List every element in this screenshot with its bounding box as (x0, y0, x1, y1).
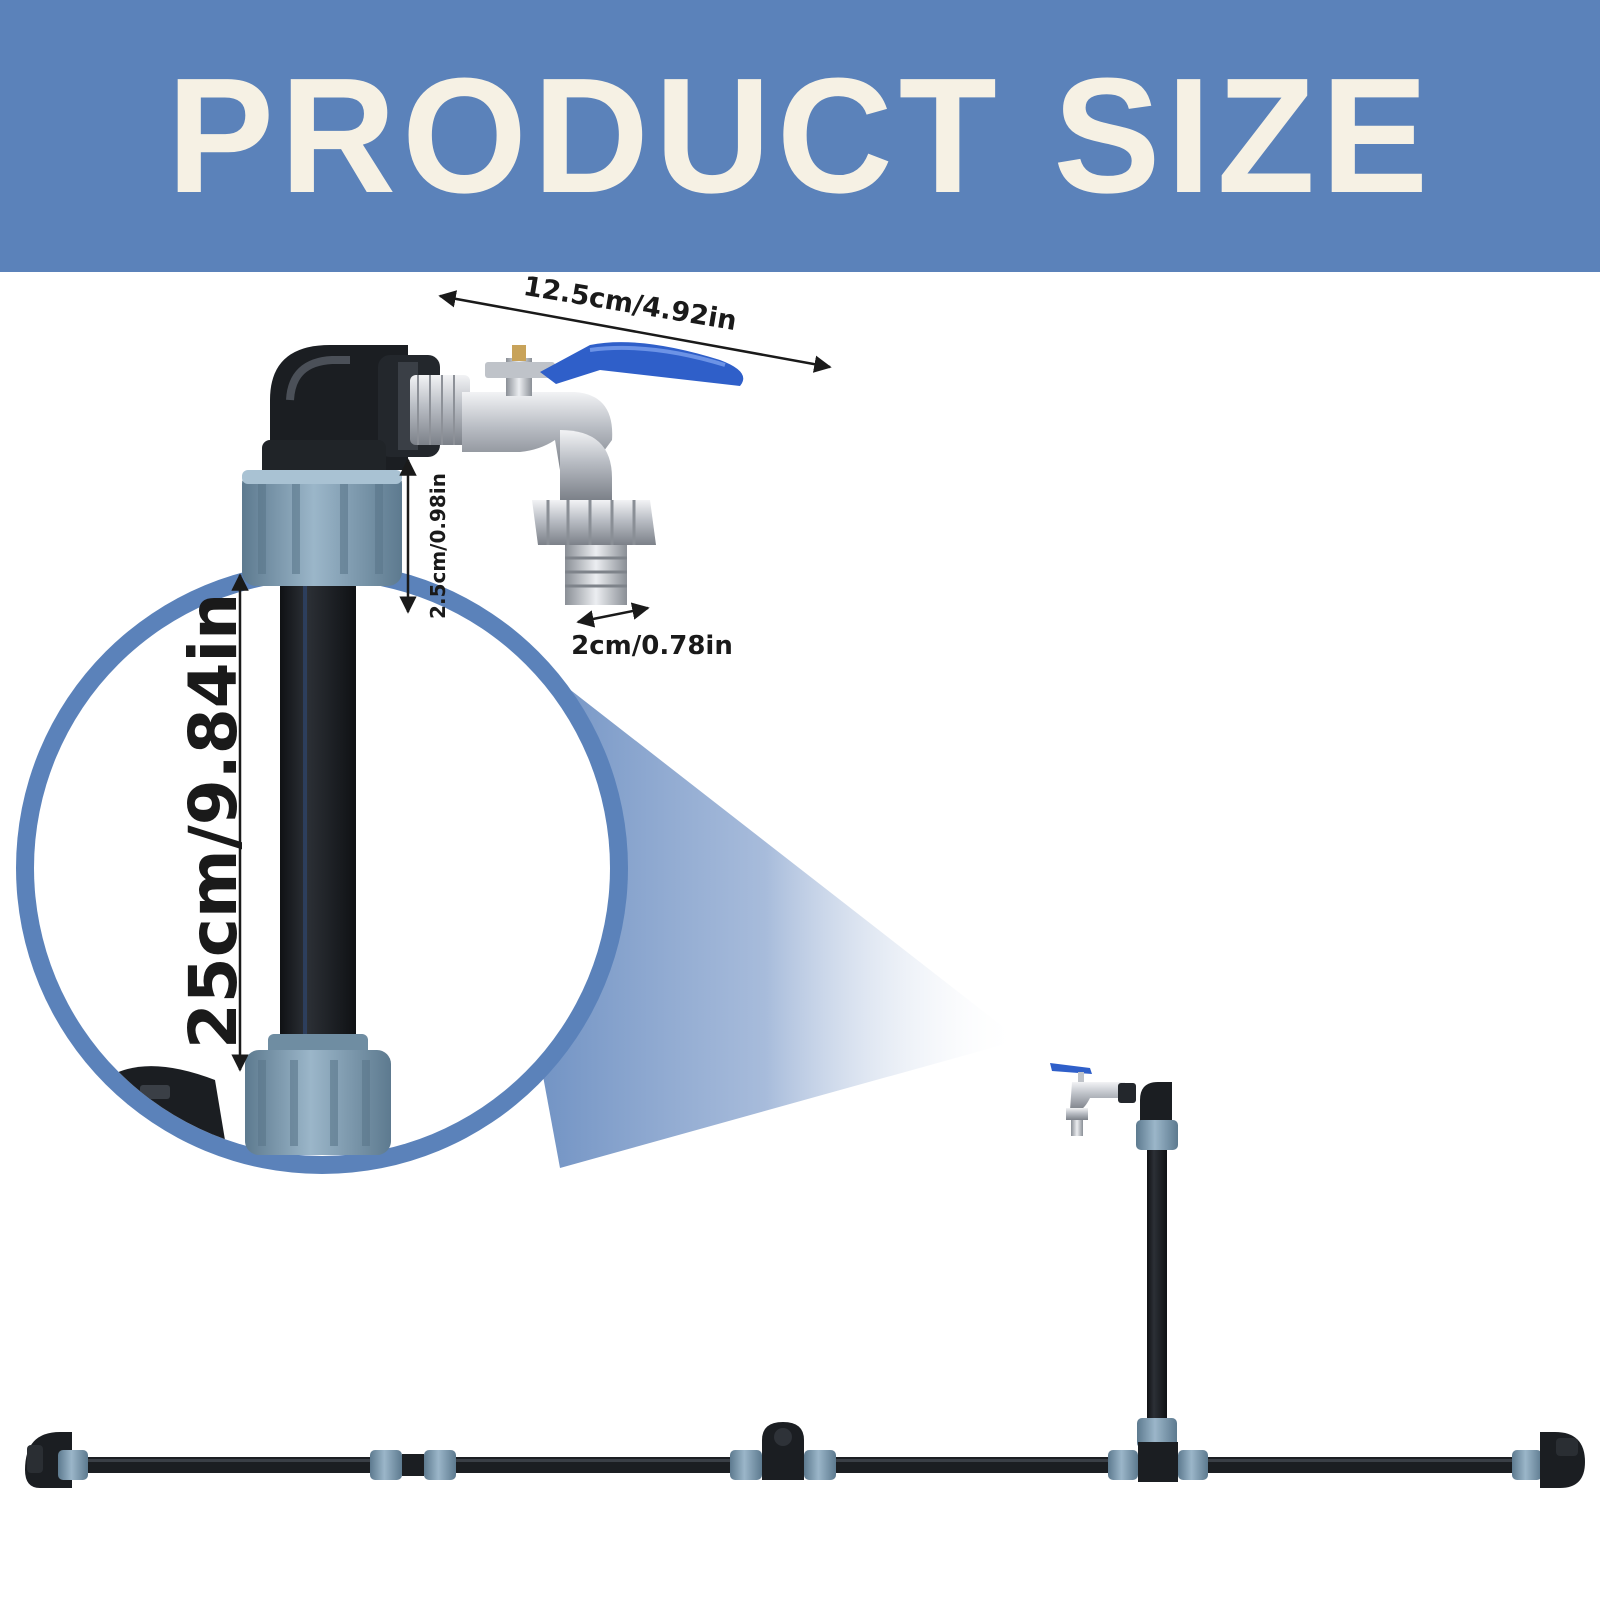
pipe-icon (245, 578, 391, 1155)
dimension-arrow-icon (231, 290, 832, 1072)
coupling-icon (370, 1450, 456, 1480)
pipe-height-label: 25cm/9.84in (175, 592, 252, 1050)
faucet-icon (410, 342, 744, 605)
title-banner: PRODUCT SIZE (0, 0, 1600, 272)
coupling-icon (245, 1034, 391, 1155)
faucet-icon (1050, 1063, 1125, 1136)
elbow-fitting-icon (1512, 1432, 1585, 1488)
connector-height-label: 2.5cm/0.98in (426, 473, 450, 619)
page-title: PRODUCT SIZE (166, 44, 1434, 227)
horizontal-pipe-assembly (25, 1422, 1585, 1488)
outlet-width-label: 2cm/0.78in (571, 631, 733, 661)
riser-assembly (1050, 1063, 1178, 1448)
tee-fitting-icon (1108, 1442, 1208, 1482)
elbow-fitting-icon (25, 1432, 88, 1488)
tee-fitting-icon (730, 1422, 836, 1480)
